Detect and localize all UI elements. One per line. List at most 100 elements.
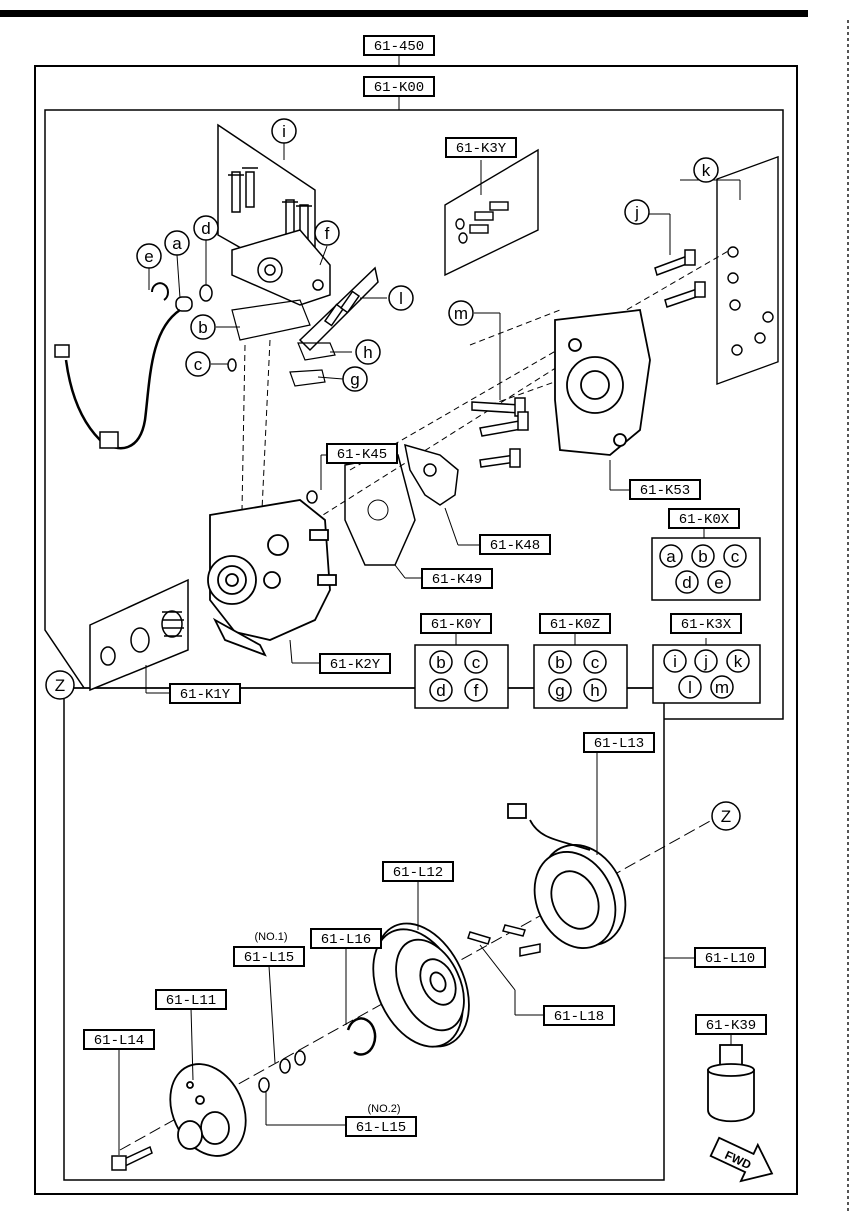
- svg-text:f: f: [474, 681, 479, 700]
- callout-k: k: [702, 161, 711, 180]
- label-61-l12: 61-L12: [382, 861, 454, 882]
- svg-text:61-L16: 61-L16: [321, 932, 371, 948]
- label-61-l16: 61-L16: [310, 928, 382, 949]
- callout-h: h: [363, 343, 372, 362]
- wire-harness: [64, 308, 181, 450]
- kit-61-k0y: 61-K0Y b c d f: [414, 613, 509, 709]
- svg-text:b: b: [698, 547, 707, 566]
- kit-61-k3x: 61-K3X i j k l m: [652, 613, 761, 704]
- svg-text:e: e: [714, 573, 723, 592]
- callout-g: g: [350, 370, 359, 389]
- harness-clip: [99, 431, 119, 449]
- screws-l18: [467, 924, 541, 957]
- svg-text:b: b: [555, 653, 564, 672]
- label-61-l15-no1: 61-L15: [233, 946, 305, 967]
- svg-text:61-L18: 61-L18: [554, 1009, 604, 1025]
- kit-61-k0z: 61-K0Z b c g h: [533, 613, 628, 709]
- label-61-k00: 61-K00: [363, 76, 435, 97]
- callout-e: e: [144, 247, 153, 266]
- svg-text:c: c: [472, 653, 481, 672]
- label-61-l15-no2: 61-L15: [345, 1116, 417, 1137]
- sleeve: [175, 296, 193, 312]
- outer-frame: [34, 65, 798, 1195]
- special-tool: [707, 1044, 755, 1123]
- label-61-l18: 61-L18: [543, 1005, 615, 1026]
- label-61-l10: 61-L10: [694, 947, 766, 968]
- svg-text:61-K3X: 61-K3X: [681, 617, 732, 633]
- label-61-k1y: 61-K1Y: [169, 683, 241, 704]
- svg-text:61-K00: 61-K00: [374, 80, 424, 96]
- callout-j: j: [634, 203, 639, 222]
- armature-plate: [169, 1063, 247, 1157]
- svg-text:l: l: [688, 678, 692, 697]
- label-61-k48: 61-K48: [479, 534, 551, 555]
- svg-text:i: i: [673, 652, 677, 671]
- callout-b: b: [198, 318, 207, 337]
- compressor-body: [207, 499, 337, 657]
- svg-text:d: d: [682, 573, 691, 592]
- gasket: [231, 299, 311, 341]
- label-61-l14: 61-L14: [83, 1029, 155, 1050]
- callout-a: a: [172, 234, 182, 253]
- svg-text:61-L15: 61-L15: [356, 1120, 406, 1136]
- shaft-seal-kit: [89, 578, 189, 692]
- snap-ring: [151, 282, 169, 301]
- o-ring-k45: [306, 490, 318, 504]
- note-no2: (NO.2): [368, 1103, 401, 1115]
- callout-z-lower: Z: [721, 807, 731, 826]
- label-61-k45: 61-K45: [326, 443, 398, 464]
- svg-text:61-K48: 61-K48: [490, 538, 540, 554]
- bolt-set-j: [654, 249, 706, 308]
- top-bar: [0, 10, 808, 17]
- shim-no2: [258, 1077, 270, 1093]
- svg-text:b: b: [436, 653, 445, 672]
- callout-i: i: [282, 122, 286, 141]
- svg-text:j: j: [703, 652, 708, 671]
- field-coil: [507, 803, 627, 949]
- svg-text:61-K3Y: 61-K3Y: [456, 141, 507, 157]
- valve-plate: [404, 443, 459, 506]
- svg-text:d: d: [436, 681, 445, 700]
- label-61-450: 61-450: [363, 35, 435, 56]
- svg-text:61-K0Y: 61-K0Y: [431, 617, 482, 633]
- o-ring: [199, 284, 213, 302]
- label-61-k53: 61-K53: [629, 479, 701, 500]
- svg-text:h: h: [590, 681, 599, 700]
- bolt-set-k3y: [444, 148, 539, 277]
- svg-text:61-K0Z: 61-K0Z: [550, 617, 600, 633]
- kit-61-k0x: 61-K0X a b c d e: [651, 508, 761, 601]
- svg-text:61-K2Y: 61-K2Y: [330, 657, 381, 673]
- svg-text:g: g: [555, 681, 564, 700]
- svg-text:61-K53: 61-K53: [640, 483, 690, 499]
- rear-head: [554, 309, 651, 456]
- shim-no1: [279, 1058, 291, 1074]
- svg-text:61-L10: 61-L10: [705, 951, 755, 967]
- svg-text:61-K0X: 61-K0X: [679, 512, 730, 528]
- seal-plate-g: [289, 369, 326, 387]
- svg-text:61-L11: 61-L11: [166, 993, 216, 1009]
- svg-text:a: a: [666, 547, 676, 566]
- bolt-set-m: [471, 397, 529, 468]
- svg-text:61-K39: 61-K39: [706, 1018, 756, 1034]
- label-61-k2y: 61-K2Y: [319, 653, 391, 674]
- svg-text:61-K1Y: 61-K1Y: [180, 687, 231, 703]
- callout-l: l: [399, 289, 403, 308]
- svg-text:c: c: [591, 653, 600, 672]
- callout-d: d: [201, 219, 210, 238]
- label-61-l13: 61-L13: [583, 732, 655, 753]
- bolt-set-l: [298, 266, 379, 352]
- callouts-upper: [45, 118, 719, 700]
- callout-z-upper: Z: [55, 676, 65, 695]
- fwd-arrow: FWD: [709, 1136, 774, 1183]
- svg-text:61-K45: 61-K45: [337, 447, 387, 463]
- nut-set-k: [716, 155, 779, 385]
- svg-text:61-L14: 61-L14: [94, 1033, 144, 1049]
- svg-text:61-L12: 61-L12: [393, 865, 443, 881]
- label-61-k3y: 61-K3Y: [445, 137, 517, 158]
- callout-c: c: [194, 355, 203, 374]
- note-no1: (NO.1): [255, 931, 288, 943]
- label-61-l11: 61-L11: [155, 989, 227, 1010]
- control-valve-assembly: [217, 123, 331, 306]
